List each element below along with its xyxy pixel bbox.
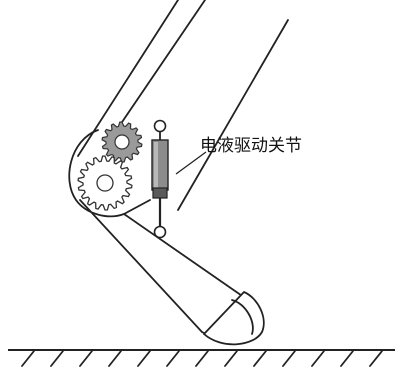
large-gear [77,155,133,211]
ground [8,349,395,367]
actuator-bottom-pivot [153,225,167,239]
callout-leader-line [175,151,207,175]
small-gear [101,121,143,163]
callout-label: 电液驱动关节 [200,136,302,156]
upper-link [77,0,289,211]
foot [203,291,265,346]
knee-housing [68,129,151,218]
ground-hatching [21,350,383,367]
hydraulic-actuator [151,119,169,239]
actuator-top-pivot [153,119,167,133]
